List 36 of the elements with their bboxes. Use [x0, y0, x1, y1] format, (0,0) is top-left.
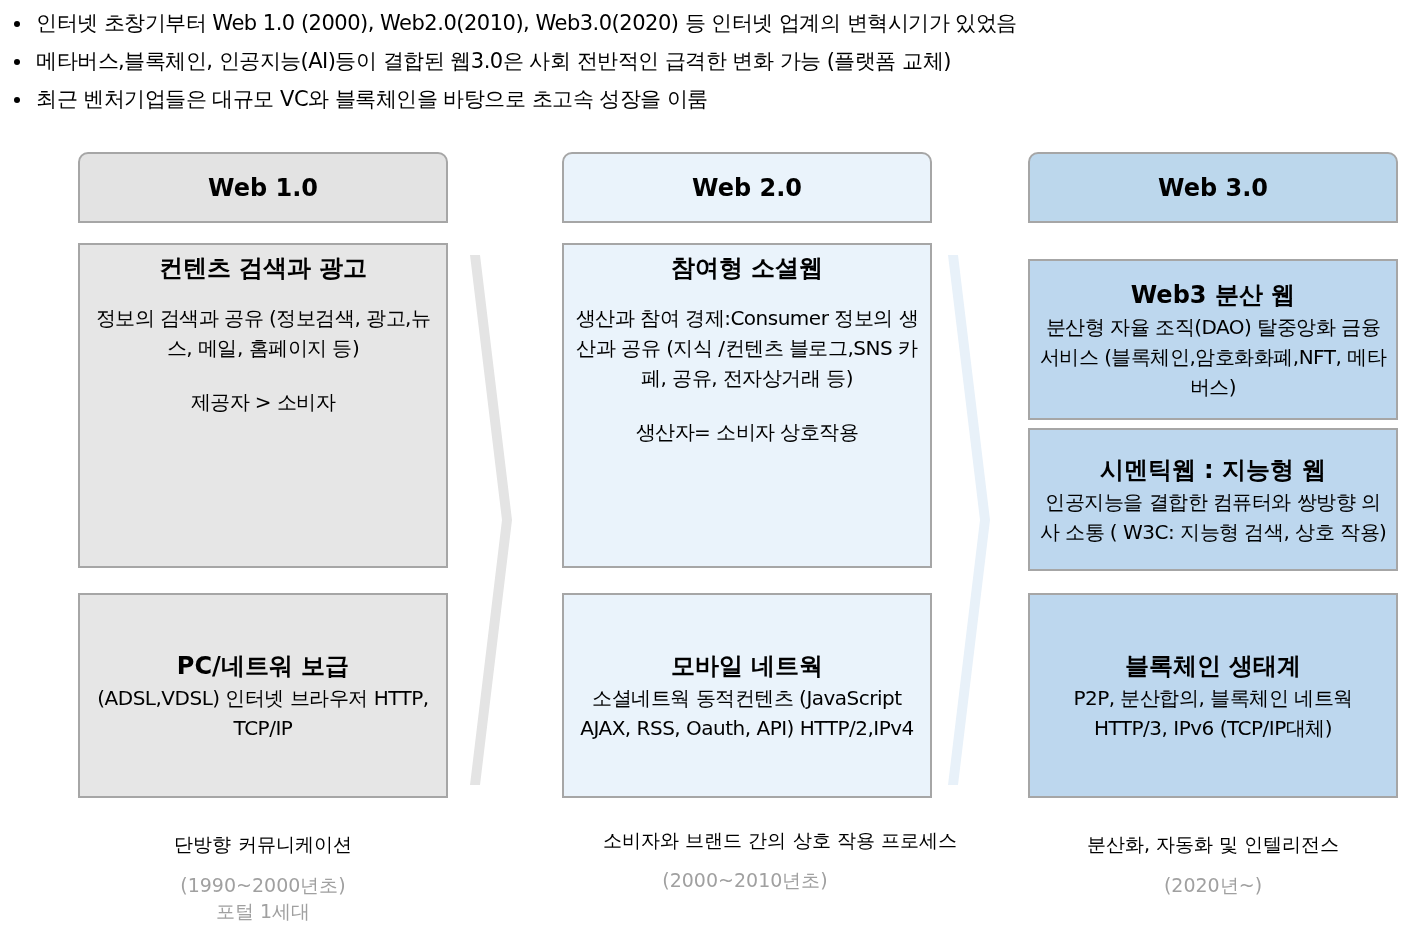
column-caption: 소비자와 브랜드 간의 상호 작용 프로세스: [603, 828, 957, 853]
box-text: P2P, 분산합의, 블록체인 네트웍 HTTP/3, IPv6 (TCP/IP대체): [1072, 684, 1354, 742]
content-box: [1028, 428, 1398, 571]
box-text: 정보의 검색과 공유 (정보검색, 광고,뉴스, 메일, 홈페이지 등): [94, 305, 432, 362]
content-box: [562, 593, 932, 798]
column-caption: 분산화, 자동화 및 인텔리전스: [1086, 832, 1340, 857]
box-text: 생산과 참여 경제:Consumer 정보의 생산과 공유 (지식 /컨텐츠 블로그,SNS 카페, 공유, 전자상거래 등): [574, 305, 920, 392]
bullet-text: 메타버스,블록체인, 인공지능(AI)등이 결합된 웹3.0은 사회 전반적인 급격한 변화 가능 (플랫폼 교체): [36, 48, 951, 75]
column-header: Web 1.0: [78, 152, 448, 223]
period-text: (1990~2000년초): [180, 873, 346, 898]
content-box: [78, 243, 448, 568]
box-title: 컨텐츠 검색과 광고: [158, 253, 368, 284]
box-title: 참여형 소셜웹: [670, 253, 824, 284]
bullet-text: 최근 벤처기업들은 대규모 VC와 블록체인을 바탕으로 초고속 성장을 이룸: [36, 86, 708, 113]
period-text: (2000~2010년초): [662, 868, 828, 893]
box-title: 모바일 네트웍: [670, 650, 824, 682]
box-text: 소셜네트웍 동적컨텐츠 (JavaScript AJAX, RSS, Oauth, API) HTTP/2,IPv4: [579, 684, 915, 742]
bullet-text: 인터넷 초창기부터 Web 1.0 (2000), Web2.0(2010), Web3.0(2020) 등 인터넷 업계의 변혁시기가 있었음: [36, 10, 1017, 37]
column-header: Web 2.0: [562, 152, 932, 223]
content-box: [562, 243, 932, 568]
content-box: [1028, 593, 1398, 798]
box-title: 블록체인 생태계: [1124, 650, 1302, 682]
box-text: (ADSL,VDSL) 인터넷 브라우저 HTTP, TCP/IP: [96, 684, 430, 742]
column-header: Web 3.0: [1028, 152, 1398, 223]
box-title: PC/네트워 보급: [176, 650, 350, 682]
period-text: (2020년~): [1163, 873, 1263, 898]
box-text: 제공자 > 소비자: [190, 389, 336, 416]
box-text: 분산형 자율 조직(DAO) 탈중앙화 금융 서비스 (블록체인,암호화화폐,NFT, 메타버스): [1038, 313, 1388, 401]
box-title: 시멘틱웹 : 지능형 웹: [1099, 454, 1327, 486]
content-box: [78, 593, 448, 798]
column-caption: 단방향 커뮤니케이션: [174, 832, 352, 857]
content-box: [1028, 259, 1398, 420]
box-text: 인공지능을 결합한 컴퓨터와 쌍방향 의사 소통 ( W3C: 지능형 검색, 상호 작용): [1038, 488, 1388, 546]
box-text: 생산자= 소비자 상호작용: [635, 419, 859, 446]
box-title: Web3 분산 웹: [1130, 279, 1296, 311]
period-text: 포털 1세대: [215, 899, 311, 924]
